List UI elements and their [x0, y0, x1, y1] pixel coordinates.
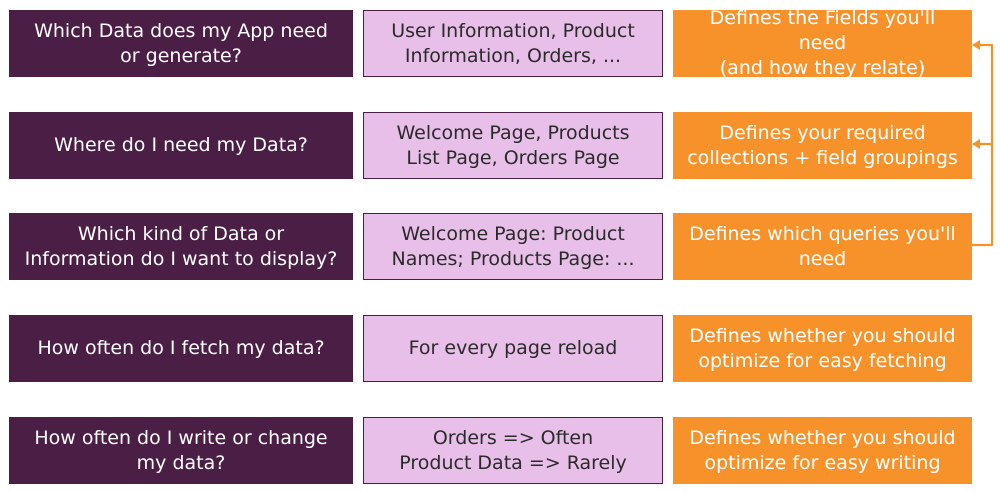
question-box-1: Which Data does my App need or generate?: [9, 10, 353, 77]
example-box-3: Welcome Page: Product Names; Products Pa…: [363, 213, 663, 280]
definition-box-2: Defines your required collections + fiel…: [673, 112, 972, 179]
question-box-5: How often do I write or change my data?: [9, 417, 353, 484]
definition-box-3: Defines which queries you'll need: [673, 213, 972, 280]
question-box-3: Which kind of Data or Information do I w…: [9, 213, 353, 280]
arrow-to-row-2: [972, 139, 980, 149]
example-box-4: For every page reload: [363, 315, 663, 382]
arrow-to-row-1: [972, 40, 980, 50]
definition-box-1: Defines the Fields you'll need (and how …: [673, 7, 972, 79]
question-box-4: How often do I fetch my data?: [9, 315, 353, 382]
definition-box-5: Defines whether you should optimize for …: [673, 417, 972, 484]
arrowheads: [972, 40, 980, 149]
example-box-2: Welcome Page, Products List Page, Orders…: [363, 112, 663, 179]
example-box-5: Orders => Often Product Data => Rarely: [363, 417, 663, 484]
connector-bracket: [970, 40, 994, 247]
example-box-1: User Information, Product Information, O…: [363, 10, 663, 77]
question-box-2: Where do I need my Data?: [9, 112, 353, 179]
definition-box-4: Defines whether you should optimize for …: [673, 315, 972, 382]
